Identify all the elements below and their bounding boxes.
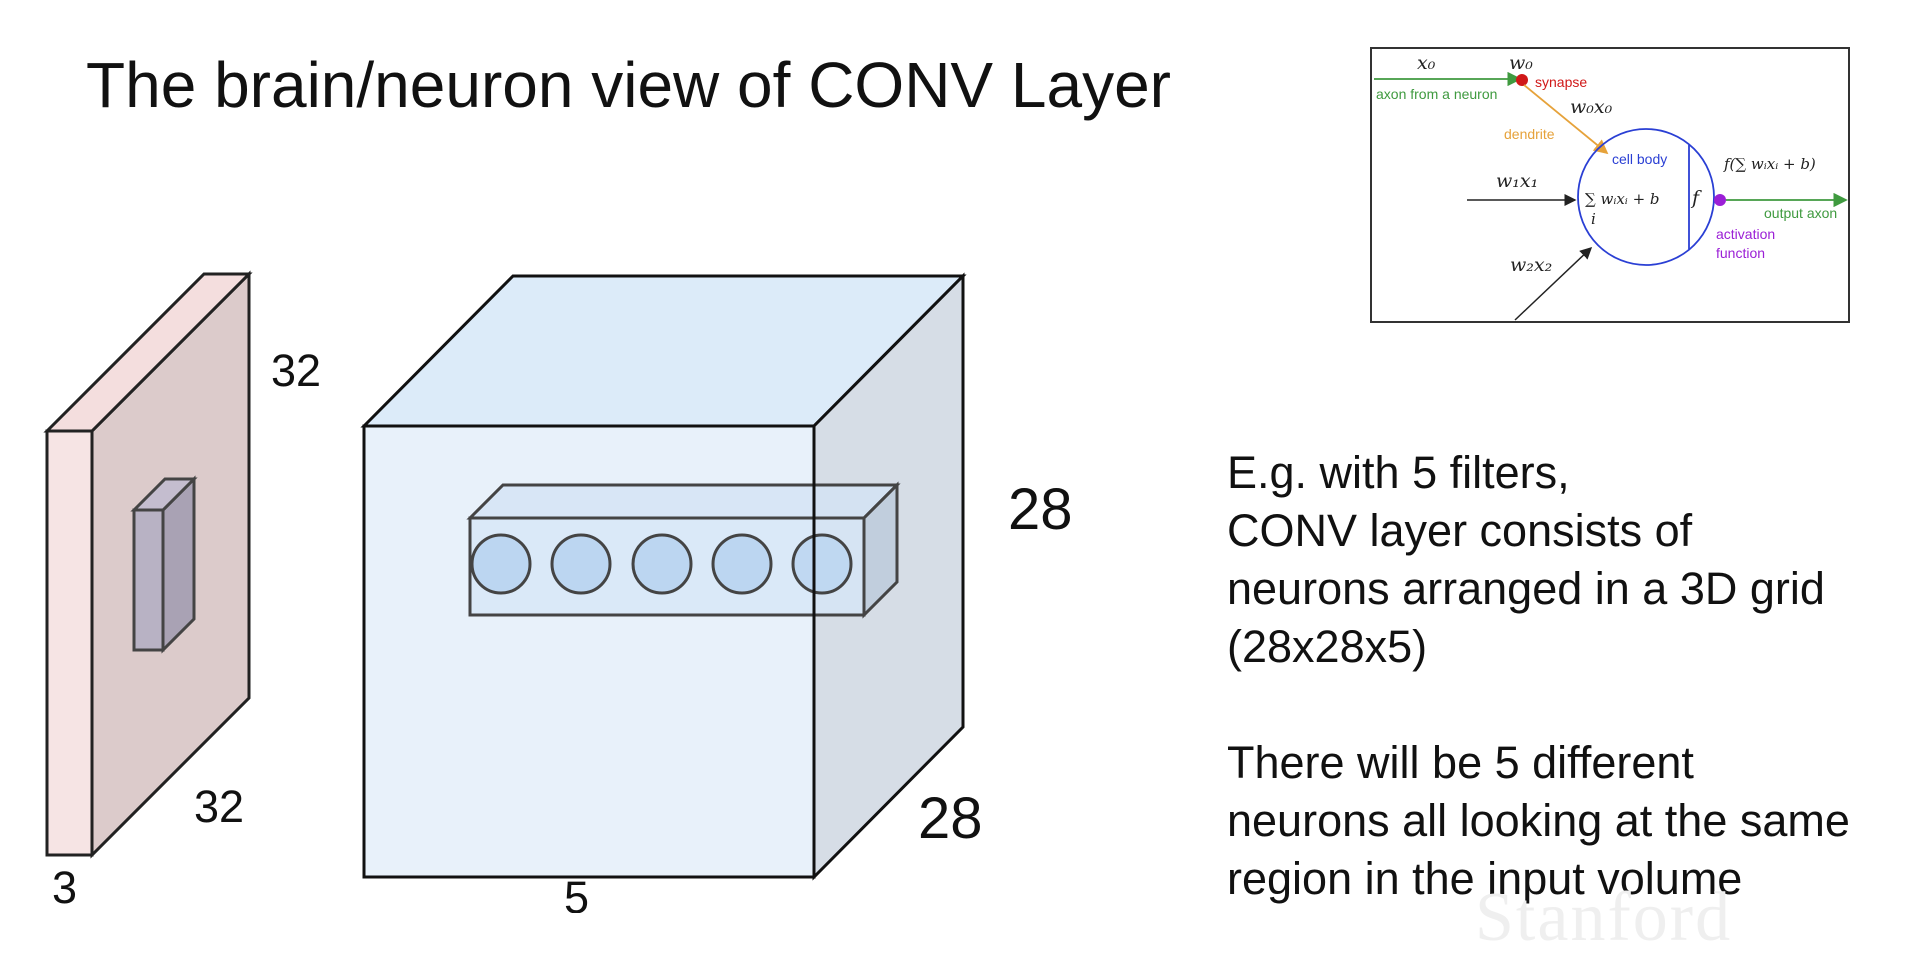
description-line-5: There will be 5 different [1227,737,1694,788]
neuron-5 [791,533,853,595]
input-height-label: 32 [271,345,321,396]
neuron-column-top [466,483,901,520]
neuron-1 [470,533,532,595]
receptive-field-top [130,477,198,512]
conv-volume-diagram: 32 32 3 28 28 5 [43,270,1073,913]
stanford-watermark: Stanford [1475,879,1733,956]
input-volume-front-face [45,429,94,857]
input-depth-label: 3 [52,862,77,913]
dendrite-line [1523,84,1609,155]
description-line-1: E.g. with 5 filters, [1227,447,1570,498]
output-width-label: 28 [918,786,983,851]
neuron-3 [631,533,693,595]
input-volume [43,270,253,859]
output-depth-label: 5 [564,872,589,913]
w0x0-label: w₀x₀ [1570,96,1613,118]
neuron-diagram-svg: x₀ w₀ synapse axon from a neuron w₀x₀ de… [1374,52,1848,321]
output-height-label: 28 [1008,477,1073,542]
synapse-label: synapse [1535,74,1587,90]
w2x2-label: w₂x₂ [1510,254,1552,276]
receptive-field-front [132,508,165,652]
synapse-dot [1516,74,1528,86]
output-axon-label: output axon [1764,205,1837,221]
neuron-2 [550,533,612,595]
w1x1-label: w₁x₁ [1496,170,1538,192]
input-width-label: 32 [194,781,244,832]
description-line-7: region in the input volume [1227,853,1743,904]
input-volume-top-face [43,272,253,433]
neuron-4 [711,533,773,595]
description-text: E.g. with 5 filters, CONV layer consists… [1227,444,1907,908]
description-line-4: (28x28x5) [1227,621,1428,672]
output-function-label: f(∑ wᵢxᵢ + b) [1723,155,1816,173]
dendrite-label: dendrite [1504,126,1555,142]
cell-body-label: cell body [1612,151,1667,167]
axon-from-neuron-label: axon from a neuron [1376,86,1497,102]
activation-label-line1: activation [1716,226,1775,242]
description-line-3: neurons arranged in a 3D grid [1227,563,1825,614]
f-label: f [1690,187,1702,209]
slide-title: The brain/neuron view of CONV Layer [86,49,1171,121]
activation-dot [1714,194,1726,206]
sum-index: i [1591,210,1596,228]
description-line-2: CONV layer consists of [1227,505,1693,556]
description-line-6: neurons all looking at the same [1227,795,1850,846]
activation-label-line2: function [1716,245,1765,261]
sum-expression: ∑ wᵢxᵢ + b [1585,190,1660,208]
input-w2x2-line [1514,246,1593,321]
neuron-column [466,481,901,619]
description-gap [1227,676,1907,734]
w0-label: w₀ [1509,52,1533,74]
neuron-diagram: x₀ w₀ synapse axon from a neuron w₀x₀ de… [1370,47,1850,323]
cell-body-circle [1577,128,1715,266]
x0-label: x₀ [1417,52,1436,74]
